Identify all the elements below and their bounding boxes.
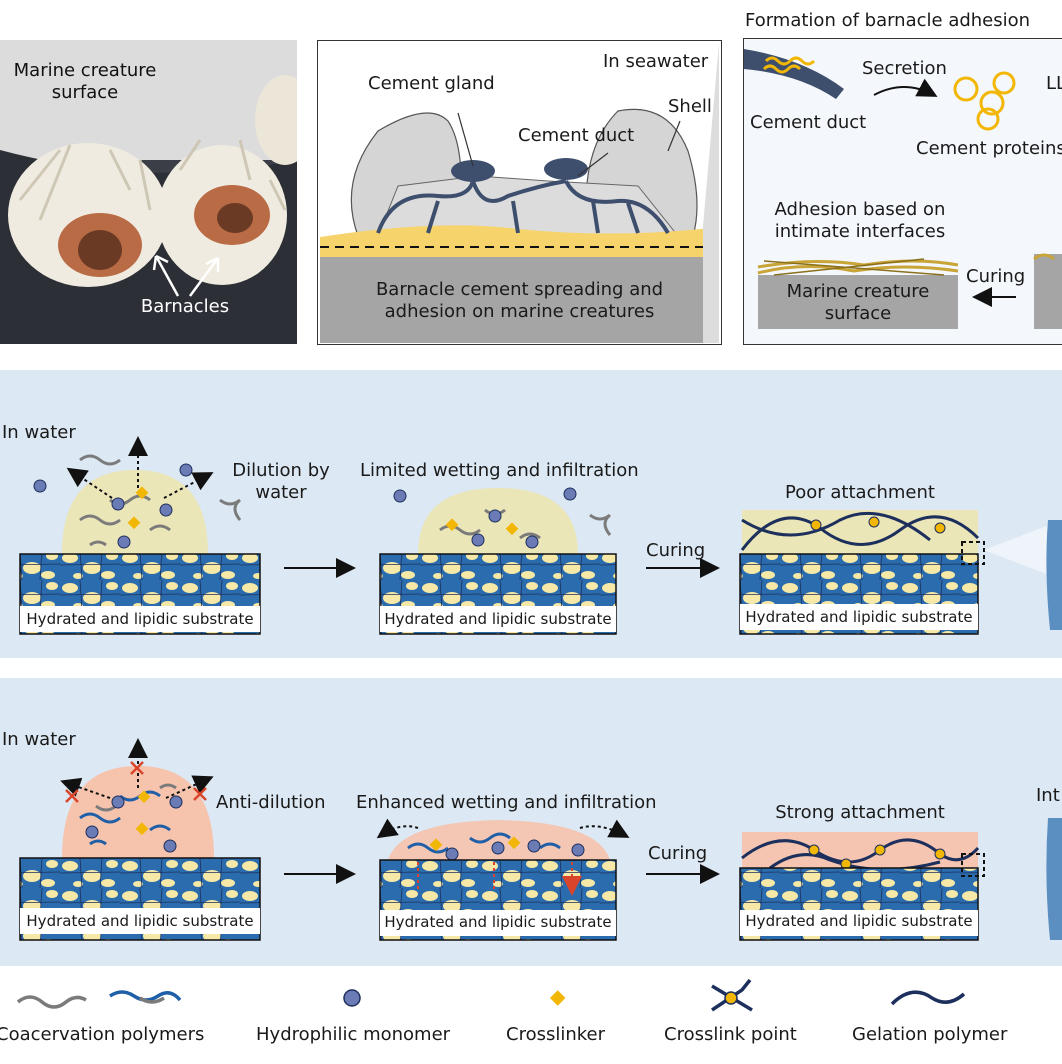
cement-schematic-panel: In seawater Cement gland Cement duct She…	[317, 40, 722, 345]
r1-in-water: In water	[2, 422, 76, 443]
r2-substrate-3: Hydrated and lipidic substrate	[745, 912, 973, 930]
legend-coacervation: Coacervation polymers	[0, 1024, 205, 1045]
r1-substrate-1: Hydrated and lipidic substrate	[26, 610, 254, 628]
r1-curing: Curing	[646, 540, 706, 561]
photo-barnacles-label: Barnacles	[140, 296, 230, 317]
r1-result: Poor attachment	[785, 482, 935, 503]
legend-monomer: Hydrophilic monomer	[256, 1024, 451, 1045]
formation-illustration	[744, 49, 1062, 329]
row-coacervate: In water Anti-dilution Enhanced wetting …	[0, 678, 1062, 966]
cement-caption-2: adhesion on marine creatures	[384, 301, 655, 322]
crosslinker-icon	[549, 990, 566, 1006]
r1-substrate-3: Hydrated and lipidic substrate	[745, 608, 973, 626]
r2-anti-dilution: Anti-dilution	[216, 792, 326, 813]
r1-substrate-2: Hydrated and lipidic substrate	[384, 610, 612, 628]
legend: Coacervation polymers Hydrophilic monome…	[0, 976, 1062, 1064]
formation-surface-1: Marine creature	[786, 281, 930, 302]
photo-surface-label-1: Marine creature	[13, 60, 157, 81]
formation-duct-label: Cement duct	[750, 112, 867, 133]
cement-gland-label: Cement gland	[368, 73, 495, 94]
adhesion-label-1: Adhesion based on	[774, 199, 946, 220]
legend-gelation: Gelation polymer	[852, 1024, 1008, 1045]
proteins-label: Cement proteins	[916, 138, 1062, 159]
r2-cut-label: Int	[1036, 785, 1060, 806]
r2-enhanced: Enhanced wetting and infiltration	[356, 792, 657, 813]
cement-schematic	[320, 43, 719, 343]
r1-dilution-1: Dilution by	[232, 460, 330, 481]
r2-substrate-2: Hydrated and lipidic substrate	[384, 913, 612, 931]
formation-title: Formation of barnacle adhesion	[745, 10, 1031, 31]
gelation-polymer-icon	[890, 990, 966, 1006]
r1-dilution-2: water	[255, 482, 307, 503]
adhesion-label-2: intimate interfaces	[774, 221, 946, 242]
legend-crosslinker: Crosslinker	[506, 1024, 606, 1045]
r2-substrate-1: Hydrated and lipidic substrate	[26, 912, 254, 930]
formation-curing-label: Curing	[966, 266, 1026, 287]
formation-surface-2: surface	[824, 303, 892, 324]
r1-limited: Limited wetting and infiltration	[360, 460, 639, 481]
row-conventional-illustration	[19, 436, 1062, 635]
r2-result: Strong attachment	[775, 802, 945, 823]
coacervation-grey-icon	[16, 995, 87, 1009]
formation-panel: Cement duct Secretion Cement proteins LL…	[743, 38, 1062, 345]
barnacle-photo: Marine creature surface Barnacles	[0, 40, 315, 344]
cement-caption-1: Barnacle cement spreading and	[375, 279, 664, 300]
shell-label: Shell	[668, 96, 712, 117]
row-coacervate-illustration	[19, 738, 1062, 941]
r2-in-water: In water	[2, 729, 76, 750]
legend-symbols	[16, 978, 966, 1012]
row-conventional: In water Dilution by water Limited wetti…	[0, 370, 1062, 658]
cement-duct-label: Cement duct	[518, 125, 635, 146]
monomer-icon	[343, 989, 361, 1007]
photo-surface-label-2: surface	[51, 82, 119, 103]
r2-curing: Curing	[648, 843, 708, 864]
secretion-label: Secretion	[862, 58, 947, 79]
formation-cut-label: LL	[1046, 73, 1062, 94]
legend-crosslink-point: Crosslink point	[664, 1024, 797, 1045]
seawater-label: In seawater	[603, 51, 709, 72]
